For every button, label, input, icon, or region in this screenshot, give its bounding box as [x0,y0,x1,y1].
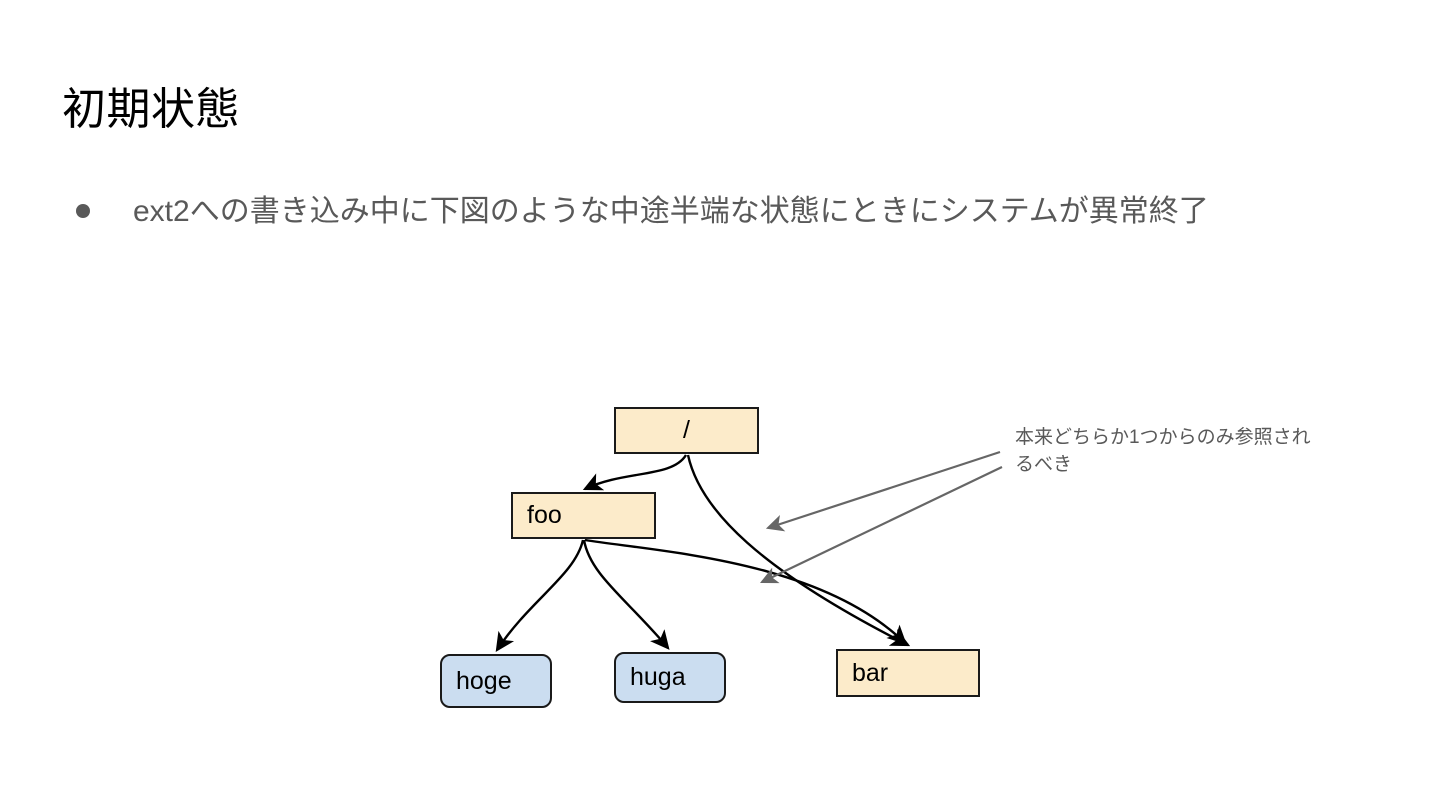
tree-node-hoge-label: hoge [456,666,512,695]
tree-node-huga-label: huga [630,663,686,691]
edge-root-to-foo [582,454,688,491]
tree-node-bar-label: bar [852,658,889,687]
tree-node-root-label: / [683,416,690,444]
tree-node-foo[interactable]: foo [511,492,656,539]
tree-node-huga[interactable]: huga [614,652,726,703]
edge-foo-to-huga [582,539,670,650]
annotation-pointer-upper [765,450,1001,532]
edge-foo-to-hoge [495,539,585,653]
tree-node-foo-label: foo [527,501,562,529]
diagram-annotation-label: 本来どちらか1つからのみ参照されるべき [1015,427,1311,475]
annotation-pointer-lower [760,466,1003,584]
tree-node-root[interactable]: / [614,407,759,454]
bullet-dot-icon [76,204,90,218]
page-title: 初期状態 [62,85,240,134]
edge-root-to-bar [686,454,911,647]
bullet-item-label: ext2への書き込み中に下図のような中途半端な状態にときにシステムが異常終了 [133,195,1209,228]
tree-node-hoge[interactable]: hoge [440,654,552,708]
bullet-list-item: ext2への書き込み中に下図のような中途半端な状態にときにシステムが異常終了 [76,192,1396,232]
edge-foo-to-bar [584,538,907,645]
tree-node-bar[interactable]: bar [836,649,980,697]
